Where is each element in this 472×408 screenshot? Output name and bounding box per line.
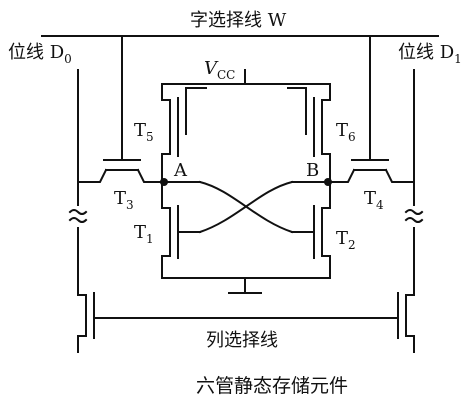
label-t2: T2 bbox=[336, 228, 356, 252]
node-b-label: B bbox=[306, 160, 319, 181]
transistor-t1 bbox=[161, 181, 187, 279]
vcc-label: VCC bbox=[204, 58, 235, 82]
label-t3: T3 bbox=[114, 188, 134, 212]
label-t4: T4 bbox=[364, 188, 384, 212]
label-t1: T1 bbox=[134, 222, 154, 246]
column-select-label: 列选择线 bbox=[206, 330, 278, 351]
label-t5: T5 bbox=[134, 120, 154, 144]
caption: 六管静态存储元件 bbox=[196, 375, 348, 397]
transistor-t6 bbox=[287, 87, 331, 183]
vcc-rail bbox=[161, 69, 331, 101]
column-switch-left bbox=[77, 292, 95, 353]
label-t6: T6 bbox=[336, 120, 356, 144]
transistor-t3 bbox=[77, 159, 165, 183]
transistor-t5 bbox=[161, 87, 207, 183]
bit-line-right-label: 位线 D1 bbox=[398, 42, 462, 66]
transistor-t2 bbox=[305, 181, 331, 279]
word-line-label: 字选择线 W bbox=[190, 10, 287, 31]
cross-coupling bbox=[185, 180, 307, 234]
ground-rail bbox=[161, 277, 331, 294]
column-switch-right bbox=[397, 292, 415, 353]
node-a-label: A bbox=[173, 160, 188, 181]
transistor-t4 bbox=[327, 159, 415, 183]
bit-line-left-label: 位线 D0 bbox=[8, 42, 72, 66]
